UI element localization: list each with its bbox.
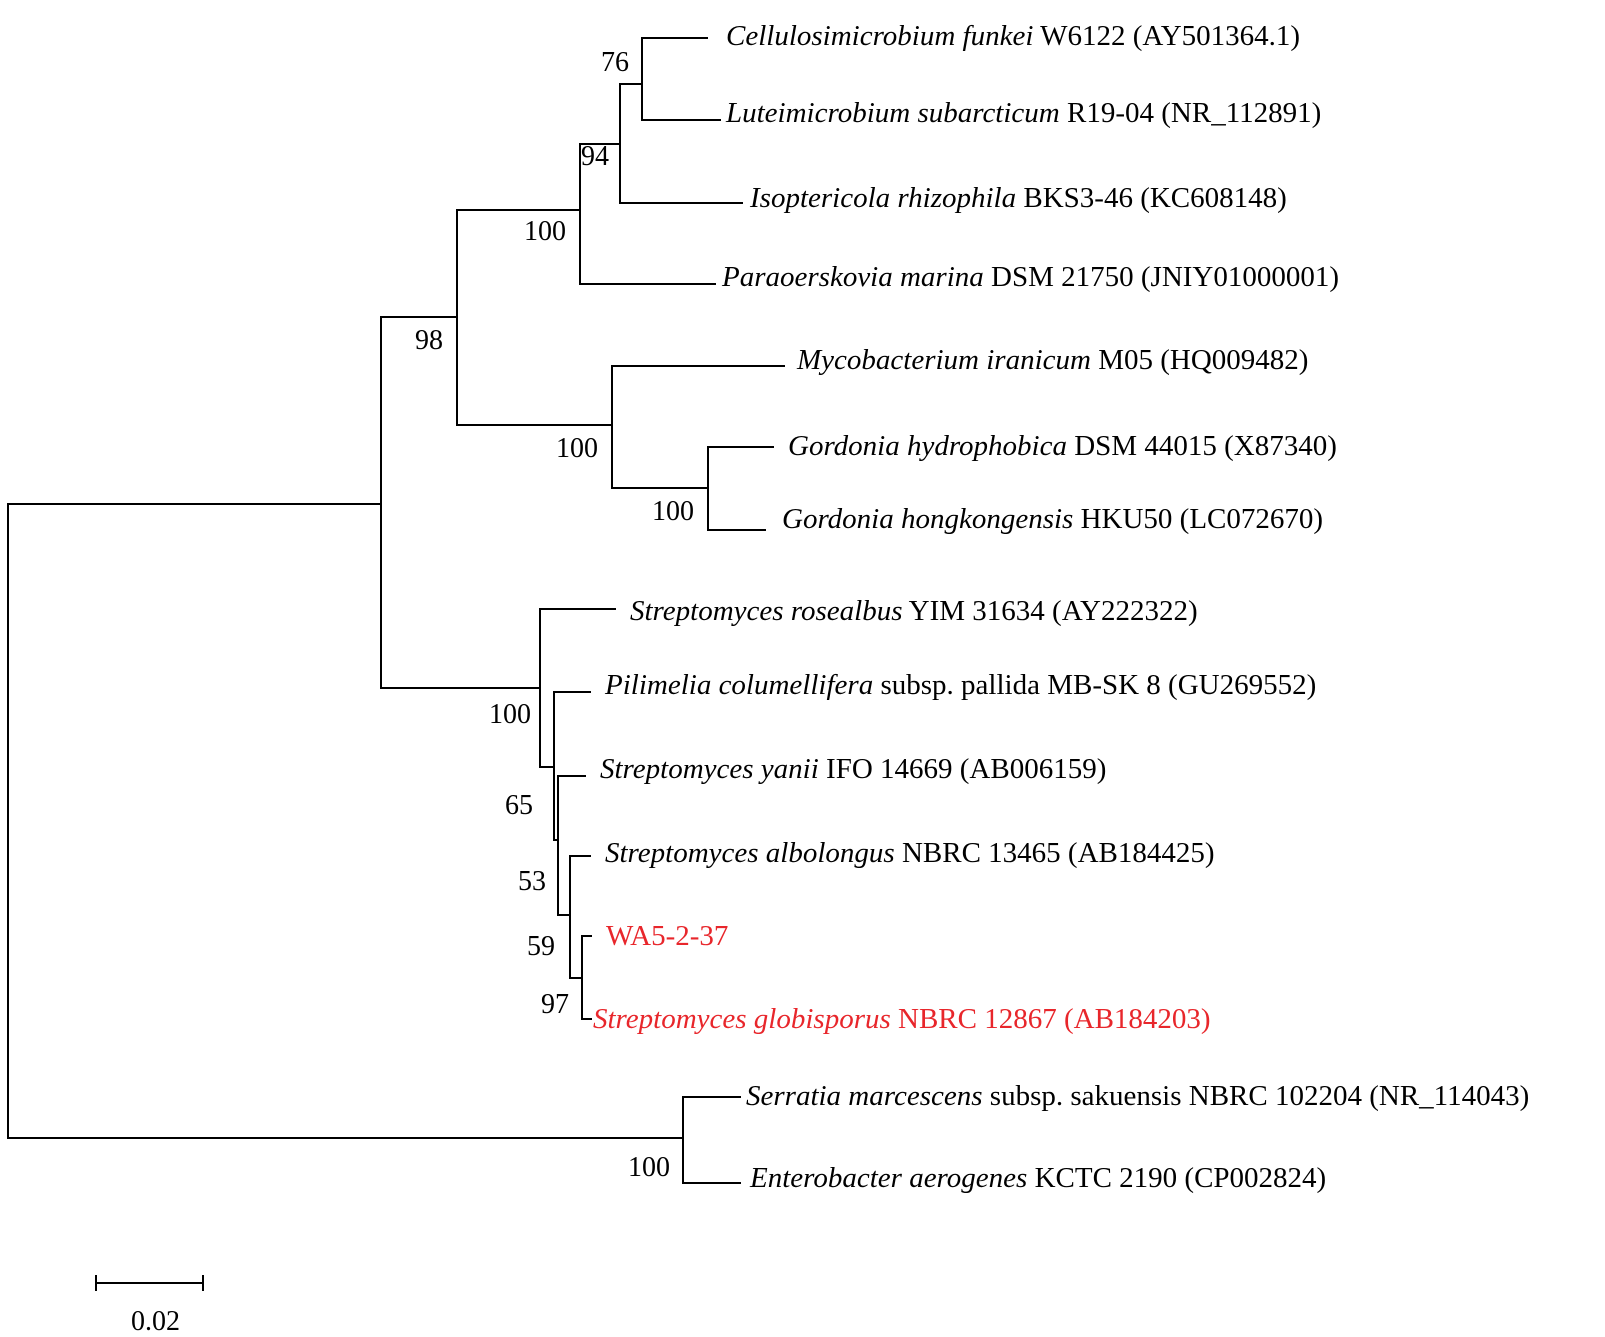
taxon-italic-name: Gordonia hongkongensis — [782, 503, 1073, 535]
taxon-detail: WA5-2-37 — [606, 920, 728, 952]
taxon-label: Gordonia hongkongensis HKU50 (LC072670) — [782, 503, 1323, 535]
bootstrap-value: 76 — [601, 47, 629, 78]
taxon-italic-name: Cellulosimicrobium funkei — [726, 20, 1033, 52]
taxon-detail: DSM 44015 (X87340) — [1067, 430, 1337, 462]
bootstrap-values: 76 94 100 98 100 100 100 65 53 59 97 100 — [415, 47, 694, 1183]
taxon-italic-name: Streptomyces globisporus — [593, 1003, 891, 1035]
taxon-detail: subsp. sakuensis NBRC 102204 (NR_114043) — [983, 1080, 1530, 1112]
taxon-detail: BKS3-46 (KC608148) — [1016, 182, 1287, 214]
bootstrap-value: 65 — [505, 790, 533, 821]
bootstrap-value: 53 — [518, 866, 546, 897]
taxon-label: Mycobacterium iranicum M05 (HQ009482) — [796, 344, 1308, 376]
bootstrap-value: 94 — [581, 141, 609, 172]
taxon-detail: R19-04 (NR_112891) — [1060, 97, 1322, 129]
taxon-labels: Cellulosimicrobium funkei W6122 (AY50136… — [593, 20, 1529, 1194]
taxon-label: Pilimelia columellifera subsp. pallida M… — [604, 669, 1316, 701]
taxon-label: Isoptericola rhizophila BKS3-46 (KC60814… — [749, 182, 1287, 214]
taxon-italic-name: Streptomyces rosealbus — [630, 595, 903, 627]
bootstrap-value: 100 — [628, 1152, 670, 1183]
bootstrap-value: 100 — [556, 433, 598, 464]
taxon-detail: HKU50 (LC072670) — [1073, 503, 1323, 535]
taxon-italic-name: Isoptericola rhizophila — [749, 182, 1016, 214]
taxon-detail: NBRC 13465 (AB184425) — [895, 837, 1215, 869]
taxon-italic-name: Mycobacterium iranicum — [796, 344, 1091, 376]
taxon-detail: W6122 (AY501364.1) — [1033, 20, 1300, 52]
taxon-label: Luteimicrobium subarcticum R19-04 (NR_11… — [725, 97, 1321, 129]
taxon-label-highlight: Streptomyces globisporus NBRC 12867 (AB1… — [593, 1003, 1211, 1035]
taxon-italic-name: Gordonia hydrophobica — [788, 430, 1067, 462]
taxon-italic-name: Serratia marcescens — [746, 1080, 983, 1112]
taxon-detail: M05 (HQ009482) — [1091, 344, 1309, 376]
scale-bar: 0.02 — [95, 1275, 204, 1337]
taxon-label-highlight: WA5-2-37 — [606, 920, 728, 952]
taxon-italic-name: Paraoerskovia marina — [721, 261, 984, 293]
bootstrap-value: 59 — [527, 931, 555, 962]
taxon-label: Gordonia hydrophobica DSM 44015 (X87340) — [788, 430, 1337, 462]
bootstrap-value: 100 — [489, 699, 531, 730]
taxon-label: Cellulosimicrobium funkei W6122 (AY50136… — [726, 20, 1300, 52]
bootstrap-value: 97 — [541, 989, 569, 1020]
taxon-italic-name: Luteimicrobium subarcticum — [725, 97, 1060, 129]
taxon-label: Enterobacter aerogenes KCTC 2190 (CP0028… — [749, 1162, 1326, 1194]
taxon-detail: IFO 14669 (AB006159) — [819, 753, 1107, 785]
taxon-detail: YIM 31634 (AY222322) — [903, 595, 1198, 627]
taxon-label: Streptomyces rosealbus YIM 31634 (AY2223… — [630, 595, 1198, 627]
taxon-detail: DSM 21750 (JNIY01000001) — [984, 261, 1339, 293]
taxon-label: Paraoerskovia marina DSM 21750 (JNIY0100… — [721, 261, 1339, 293]
taxon-label: Streptomyces yanii IFO 14669 (AB006159) — [600, 753, 1106, 785]
taxon-italic-name: Enterobacter aerogenes — [749, 1162, 1027, 1194]
taxon-italic-name: Streptomyces yanii — [600, 753, 819, 785]
taxon-italic-name: Pilimelia columellifera — [604, 669, 873, 701]
tree-branches — [7, 37, 785, 1184]
taxon-label: Streptomyces albolongus NBRC 13465 (AB18… — [605, 837, 1215, 869]
bootstrap-value: 100 — [652, 496, 694, 527]
scale-bar-label: 0.02 — [131, 1306, 180, 1337]
taxon-detail: KCTC 2190 (CP002824) — [1027, 1162, 1326, 1194]
bootstrap-value: 100 — [524, 216, 566, 247]
bootstrap-value: 98 — [415, 325, 443, 356]
taxon-detail: subsp. pallida MB-SK 8 (GU269552) — [873, 669, 1316, 701]
taxon-detail: NBRC 12867 (AB184203) — [891, 1003, 1211, 1035]
taxon-italic-name: Streptomyces albolongus — [605, 837, 895, 869]
taxon-label: Serratia marcescens subsp. sakuensis NBR… — [746, 1080, 1529, 1112]
